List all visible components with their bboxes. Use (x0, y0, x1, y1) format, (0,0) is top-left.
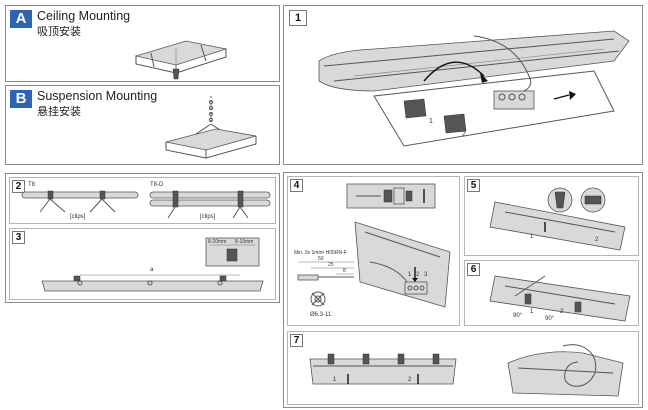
steps-2-3-group: 2 T8 [clips] T8-D [clips] 3 8-10mm 8-1 (5, 173, 280, 303)
step-1-callout-1: 1 (429, 118, 433, 125)
step-6-panel: 6 90° 90° 1 2 (464, 260, 639, 326)
step-7-cover-illustration (309, 353, 457, 385)
t8-tube-illustration (21, 190, 139, 213)
suspension-mounting-subtitle: 悬挂安装 (37, 106, 81, 118)
step-2-right-label: T8-D (150, 182, 164, 188)
cable-strip-diagram (297, 261, 354, 281)
step-2-number: 2 (12, 180, 25, 193)
gland-diameter-icon (310, 291, 326, 307)
suspension-mounting-panel: B Suspension Mounting 悬挂安装 (5, 85, 280, 165)
step-2-panel: 2 T8 [clips] T8-D [clips] (9, 177, 276, 224)
ceiling-bracket-illustration (134, 40, 228, 80)
step-6-angle-1: 90° (513, 313, 523, 319)
step-6-housing-illustration (489, 275, 631, 322)
wiring-housing-illustration (354, 221, 451, 308)
step-3-number: 3 (12, 231, 25, 244)
step-7-callout-2: 2 (408, 377, 412, 383)
step-6-callout-1: 1 (530, 309, 534, 315)
ceiling-mounting-tag: A (10, 10, 32, 28)
step-4-callout-3: 3 (424, 272, 428, 278)
step-6-number: 6 (467, 263, 480, 276)
step-3-dim-left: 8-10mm (208, 239, 227, 245)
step-3-distance-label: a (150, 267, 154, 273)
step-4-strip-50: 50 (318, 256, 324, 262)
step-7-callout-1: 1 (333, 377, 337, 383)
ceiling-mounting-subtitle: 吸顶安装 (37, 26, 81, 38)
suspension-bracket-illustration (165, 96, 257, 159)
luminaire-housing-illustration (318, 30, 630, 147)
step-4-panel: 4 Min. 3x 1mm² H05RN-F 50 25 8 Ø6.3-11 (287, 176, 460, 326)
cable-gland-illustration (346, 183, 436, 209)
step-5-number: 5 (467, 179, 480, 192)
step-3-dim-right: 8-10mm (235, 239, 254, 245)
step-5-callout-2: 2 (595, 237, 599, 243)
step-2-clips-label-right: [clips] (200, 214, 216, 220)
step-7-panel: 7 1 2 (287, 331, 639, 405)
step-1-panel: 1 1 2 (283, 5, 643, 165)
full-luminaire-illustration (41, 274, 264, 292)
step-4-strip-25: 25 (328, 262, 334, 268)
t8d-tube-illustration (149, 190, 271, 219)
suspension-mounting-title: Suspension Mounting (37, 89, 158, 103)
step-7-number: 7 (290, 334, 303, 347)
step-1-number: 1 (289, 10, 307, 26)
ceiling-mounting-panel: A Ceiling Mounting 吸顶安装 (5, 5, 280, 82)
step-4-callout-2: 2 (416, 272, 420, 278)
step-1-callout-2: 2 (462, 131, 466, 138)
step-4-diameter: Ø6.3-11 (310, 312, 332, 318)
steps-4-7-group: 4 Min. 3x 1mm² H05RN-F 50 25 8 Ø6.3-11 (283, 172, 643, 408)
suspension-mounting-tag: B (10, 90, 32, 108)
dimension-detail-illustration (205, 237, 260, 267)
step-5-panel: 5 1 2 (464, 176, 639, 256)
hand-closing-clip-illustration (507, 344, 624, 397)
step-3-panel: 3 8-10mm 8-10mm a (9, 228, 276, 300)
step-6-callout-2: 2 (560, 309, 564, 315)
step-2-clips-label-left: [clips] (70, 214, 86, 220)
step-6-angle-2: 90° (545, 316, 555, 322)
step-5-housing-illustration (489, 187, 626, 251)
step-4-callout-1: 1 (408, 272, 412, 278)
step-4-number: 4 (290, 179, 303, 192)
step-5-callout-1: 1 (530, 234, 534, 240)
step-4-strip-8: 8 (343, 268, 346, 274)
ceiling-mounting-title: Ceiling Mounting (37, 9, 131, 23)
step-2-left-label: T8 (28, 182, 36, 188)
step-4-cable-spec: Min. 3x 1mm² H05RN-F (294, 250, 347, 256)
